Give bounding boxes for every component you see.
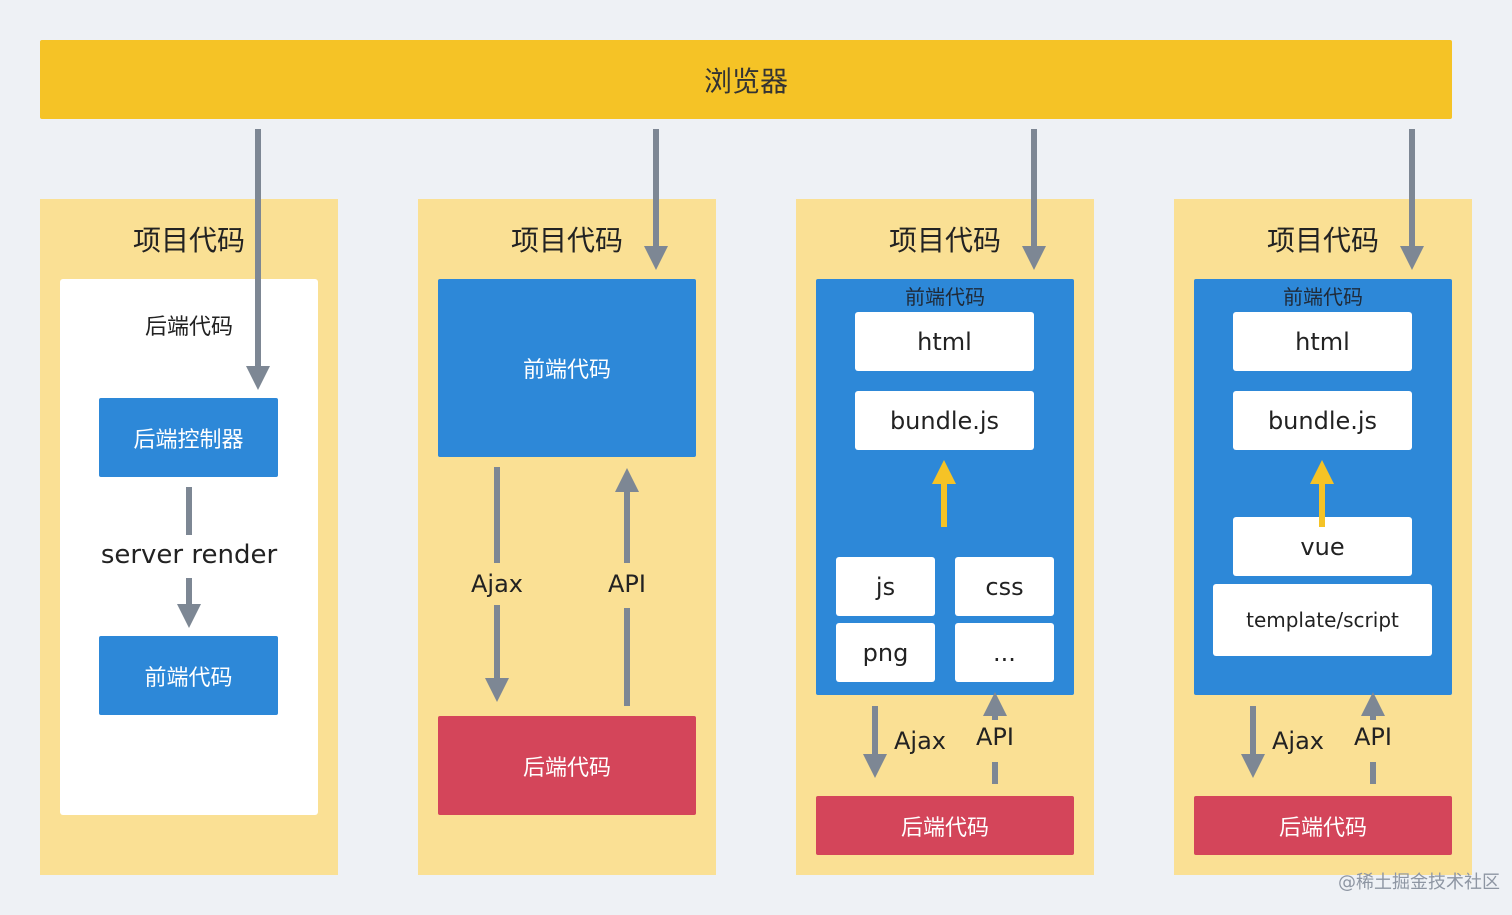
bundle-js-label: bundle.js <box>1267 406 1378 435</box>
ajax-label: Ajax <box>1272 727 1324 755</box>
template-script-label: template/script <box>1246 608 1399 632</box>
browser-label: 浏览器 <box>703 64 788 98</box>
frontend-code-label: 前端代码 <box>144 665 233 691</box>
backend-code-panel: 后端代码 <box>60 279 318 815</box>
png-box: png <box>836 623 935 682</box>
backend-code-box: 后端代码 <box>816 796 1074 855</box>
frontend-code-title: 前端代码 <box>905 285 985 309</box>
api-label: API <box>976 723 1014 751</box>
html-label: html <box>917 327 972 356</box>
column-title: 项目代码 <box>888 224 1001 257</box>
ajax-label: Ajax <box>471 570 523 598</box>
backend-code-label: 后端代码 <box>1278 815 1367 841</box>
bundle-js-label: bundle.js <box>889 406 1000 435</box>
column-title: 项目代码 <box>132 224 245 257</box>
html-box: html <box>1233 312 1412 371</box>
vue-label: vue <box>1300 532 1345 561</box>
backend-code-box: 后端代码 <box>438 716 696 815</box>
browser-bar: 浏览器 <box>40 40 1452 119</box>
api-label: API <box>1354 723 1392 751</box>
backend-code-box: 后端代码 <box>1194 796 1452 855</box>
watermark: @稀土掘金技术社区 <box>1338 872 1500 893</box>
backend-code-label: 后端代码 <box>144 315 233 340</box>
server-render-label: server render <box>100 540 278 570</box>
column-title: 项目代码 <box>510 224 623 257</box>
css-box: css <box>955 557 1054 616</box>
frontend-code-box: 前端代码 <box>438 279 696 457</box>
bundle-js-box: bundle.js <box>1233 391 1412 450</box>
js-box: js <box>836 557 935 616</box>
frontend-code-title: 前端代码 <box>1283 285 1363 309</box>
template-script-box: template/script <box>1213 584 1432 656</box>
column-title: 项目代码 <box>1266 224 1379 257</box>
frontend-code-box: 前端代码 <box>99 636 278 715</box>
ajax-label: Ajax <box>894 727 946 755</box>
backend-code-label: 后端代码 <box>522 755 611 781</box>
html-box: html <box>855 312 1034 371</box>
api-label: API <box>608 570 646 598</box>
vue-box: vue <box>1233 517 1412 576</box>
bundle-js-box: bundle.js <box>855 391 1034 450</box>
backend-controller-box: 后端控制器 <box>99 398 278 477</box>
frontend-code-label: 前端代码 <box>522 358 611 383</box>
backend-code-label: 后端代码 <box>900 815 989 841</box>
html-label: html <box>1295 327 1350 356</box>
backend-controller-label: 后端控制器 <box>133 427 244 453</box>
more-assets-label: ... <box>993 638 1016 667</box>
png-label: png <box>862 638 909 667</box>
css-label: css <box>985 572 1024 601</box>
js-label: js <box>875 572 896 601</box>
more-assets-box: ... <box>955 623 1054 682</box>
